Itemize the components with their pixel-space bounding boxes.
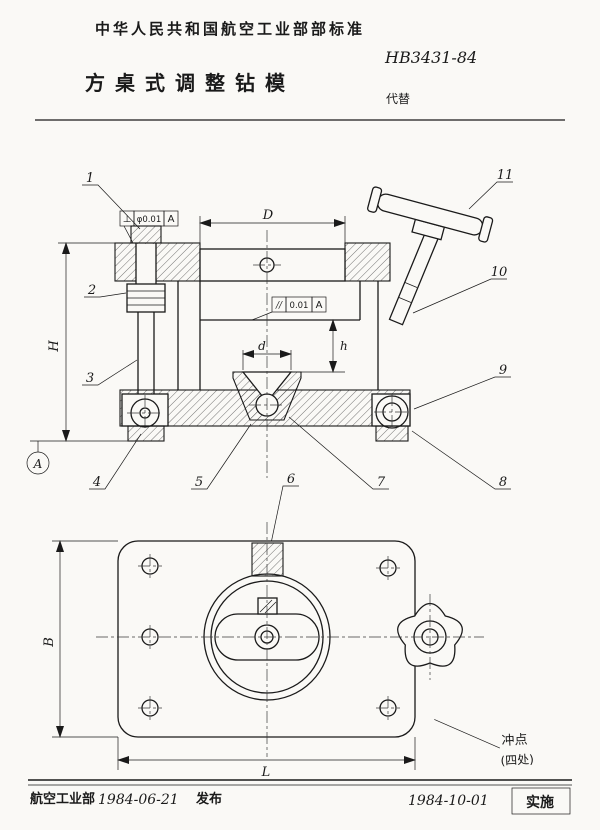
screw-slot-clear xyxy=(136,244,156,283)
replaces-label: 代替 xyxy=(386,92,410,106)
callout-4: 4 xyxy=(89,433,142,490)
perp-datum: A xyxy=(168,214,175,225)
par-symbol: // xyxy=(275,301,283,311)
impl-date: 1984-10-01 xyxy=(408,793,489,809)
perp-tolerance: φ0.01 xyxy=(137,215,162,225)
callout-5: 5 xyxy=(191,423,252,490)
fcf-perpendicularity: ⊥ φ0.01 A xyxy=(119,210,179,244)
set-screw-plan xyxy=(257,597,278,615)
svg-text:6: 6 xyxy=(287,472,295,487)
callout-8: 8 xyxy=(411,430,511,490)
dim-B-label: B xyxy=(42,637,57,648)
t-handle xyxy=(367,186,494,243)
org-standard-line: 中华人民共和国航空工业部部标准 xyxy=(95,20,365,38)
footer-org: 航空工业部 xyxy=(30,791,95,807)
dim-D-label: D xyxy=(262,208,274,223)
footer: 航空工业部 1984-06-21 发布 1984-10-01 实施 xyxy=(28,779,572,815)
callout-7: 7 xyxy=(288,416,389,490)
par-datum: A xyxy=(316,300,323,311)
svg-text:1: 1 xyxy=(86,171,94,186)
dim-h-label: h xyxy=(340,339,348,353)
right-foot xyxy=(375,425,409,442)
screw-washer xyxy=(130,225,162,244)
punch-note: 冲点 (四处) xyxy=(434,719,534,768)
perp-symbol: ⊥ xyxy=(123,214,132,225)
dimension-h: h xyxy=(301,319,348,373)
dimension-D: D xyxy=(199,208,346,249)
dimension-L: L xyxy=(117,737,416,780)
datum-A-label: A xyxy=(33,457,43,471)
dimension-d: d xyxy=(242,339,292,370)
clamp-tab xyxy=(251,542,284,577)
dim-L-label: L xyxy=(261,765,271,780)
svg-text:3: 3 xyxy=(86,371,94,386)
callout-2: 2 xyxy=(84,283,127,298)
note-places-label: (四处) xyxy=(500,752,534,768)
datum-A: A xyxy=(26,441,50,475)
dim-d-label: d xyxy=(258,339,266,353)
dimension-B: B xyxy=(42,540,118,738)
plan-view: B L 冲点 (四处) xyxy=(42,522,534,780)
svg-text:10: 10 xyxy=(491,265,508,280)
impl-label-box xyxy=(511,787,571,815)
callout-6: 6 xyxy=(268,472,299,554)
callout-3: 3 xyxy=(82,359,138,386)
dimension-H: H xyxy=(30,242,128,442)
callout-11: 11 xyxy=(468,168,514,210)
svg-text:9: 9 xyxy=(499,363,507,378)
issue-label: 发布 xyxy=(195,791,222,807)
top-plate-left-block xyxy=(114,242,201,282)
dim-H-label: H xyxy=(47,340,62,353)
svg-text:11: 11 xyxy=(497,168,514,183)
top-cover-plate xyxy=(199,248,346,282)
issue-date: 1984-06-21 xyxy=(98,792,179,808)
svg-text:4: 4 xyxy=(92,475,101,490)
svg-text:2: 2 xyxy=(87,283,96,298)
top-plate-right-block xyxy=(344,242,391,282)
callout-10: 10 xyxy=(412,265,508,314)
svg-text:8: 8 xyxy=(499,475,507,490)
standard-number: HB3431-84 xyxy=(384,48,477,67)
left-foot xyxy=(127,425,165,442)
datum-circle xyxy=(26,451,50,475)
svg-text:5: 5 xyxy=(195,475,203,490)
document-title: 方桌式调整钻模 xyxy=(85,71,295,95)
fcf-parallelism: // 0.01 A xyxy=(251,296,327,321)
callout-1: 1 xyxy=(82,171,141,230)
section-view: D ⊥ φ0.01 A // 0.01 A h xyxy=(26,186,494,478)
callout-9: 9 xyxy=(413,363,511,410)
header: 中华人民共和国航空工业部部标准 HB3431-84 方桌式调整钻模 代替 xyxy=(35,20,565,121)
left-screw-assembly xyxy=(126,225,166,394)
impl-label: 实施 xyxy=(526,794,554,811)
par-tolerance: 0.01 xyxy=(290,301,309,311)
callouts: 1 2 3 4 5 6 7 8 xyxy=(82,168,514,554)
clamp-screw-rod xyxy=(388,226,442,326)
svg-text:7: 7 xyxy=(377,475,386,490)
note-punch-label: 冲点 xyxy=(501,733,528,749)
